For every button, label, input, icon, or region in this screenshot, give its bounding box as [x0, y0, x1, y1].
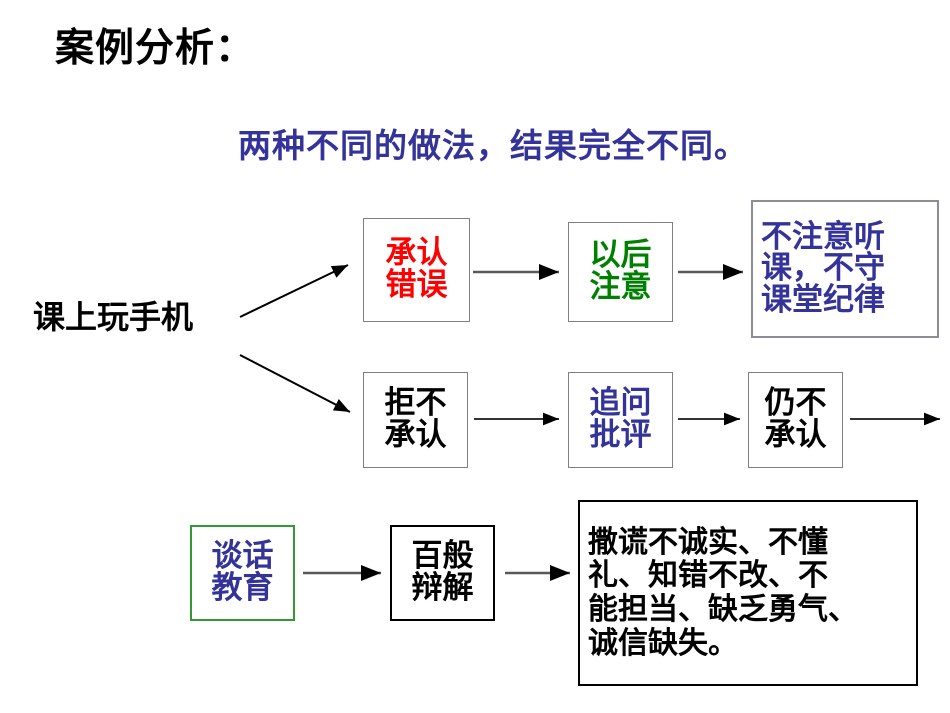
- node-make-excuses[interactable]: 百般 辩解: [390, 525, 495, 621]
- node-line: 撒谎不诚实、不懂: [588, 524, 828, 560]
- node-line: 课堂纪律: [761, 281, 885, 318]
- node-line: 仍不: [764, 385, 827, 422]
- branch-up-arrow: [239, 264, 349, 318]
- node-line: 辩解: [411, 570, 474, 606]
- node-line: 承认: [385, 235, 448, 272]
- node-line: 拒不: [384, 385, 447, 422]
- node-line: 承认: [764, 417, 827, 453]
- node-line: 教育: [211, 570, 274, 606]
- node-line: 追问: [589, 385, 652, 422]
- node-line: 诚信缺失。: [588, 625, 738, 661]
- page-title: 案例分析：: [55, 26, 256, 71]
- node-line: 谈话: [211, 538, 274, 575]
- node-line: 课，不守: [761, 250, 885, 287]
- branch-down-arrow: [239, 354, 351, 413]
- node-line: 错误: [385, 267, 448, 303]
- node-admit-mistake[interactable]: 承认 错误: [363, 218, 470, 322]
- node-talk-education[interactable]: 谈话 教育: [190, 525, 295, 621]
- node-pay-attention[interactable]: 以后 注意: [568, 222, 673, 322]
- node-line: 能担当、缺乏勇气、: [588, 592, 858, 627]
- node-still-refuse[interactable]: 仍不 承认: [748, 372, 843, 468]
- node-line: 注意: [589, 269, 652, 305]
- node-line: 百般: [411, 538, 474, 575]
- node-line: 以后: [589, 237, 652, 274]
- node-line: 批评: [589, 417, 652, 453]
- node-consequence-inattentive[interactable]: 不注意听 课，不守 课堂纪律: [751, 200, 939, 338]
- node-consequence-dishonesty[interactable]: 撒谎不诚实、不懂 礼、知错不改、不 能担当、缺乏勇气、 诚信缺失。: [578, 500, 918, 686]
- node-refuse-admit[interactable]: 拒不 承认: [363, 372, 468, 468]
- node-line: 承认: [384, 417, 447, 453]
- page-subtitle: 两种不同的做法，结果完全不同。: [238, 126, 748, 165]
- node-line: 不注意听: [761, 218, 885, 255]
- source-node-label: 课上玩手机: [33, 298, 194, 336]
- node-question-criticize[interactable]: 追问 批评: [568, 372, 673, 468]
- node-line: 礼、知错不改、不: [588, 558, 828, 594]
